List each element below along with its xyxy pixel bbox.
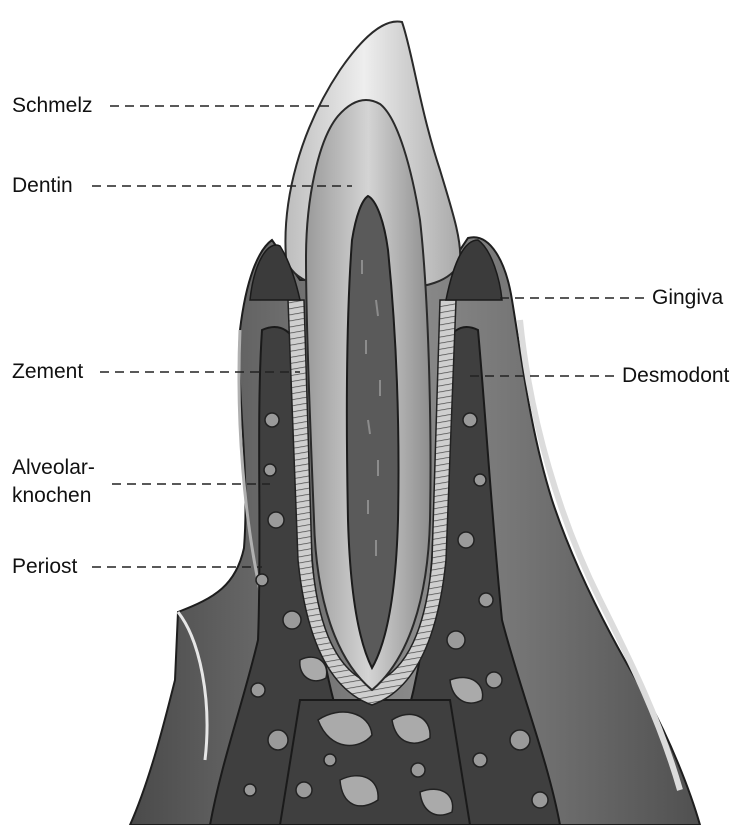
label-gingiva: Gingiva — [652, 286, 723, 310]
label-periost: Periost — [12, 555, 77, 579]
label-schmelz: Schmelz — [12, 94, 93, 118]
label-zement: Zement — [12, 360, 83, 384]
label-alveolar-line2: knochen — [12, 484, 91, 508]
label-alveolar-line1: Alveolar- — [12, 456, 95, 480]
label-dentin: Dentin — [12, 174, 73, 198]
label-desmodont: Desmodont — [622, 364, 729, 388]
